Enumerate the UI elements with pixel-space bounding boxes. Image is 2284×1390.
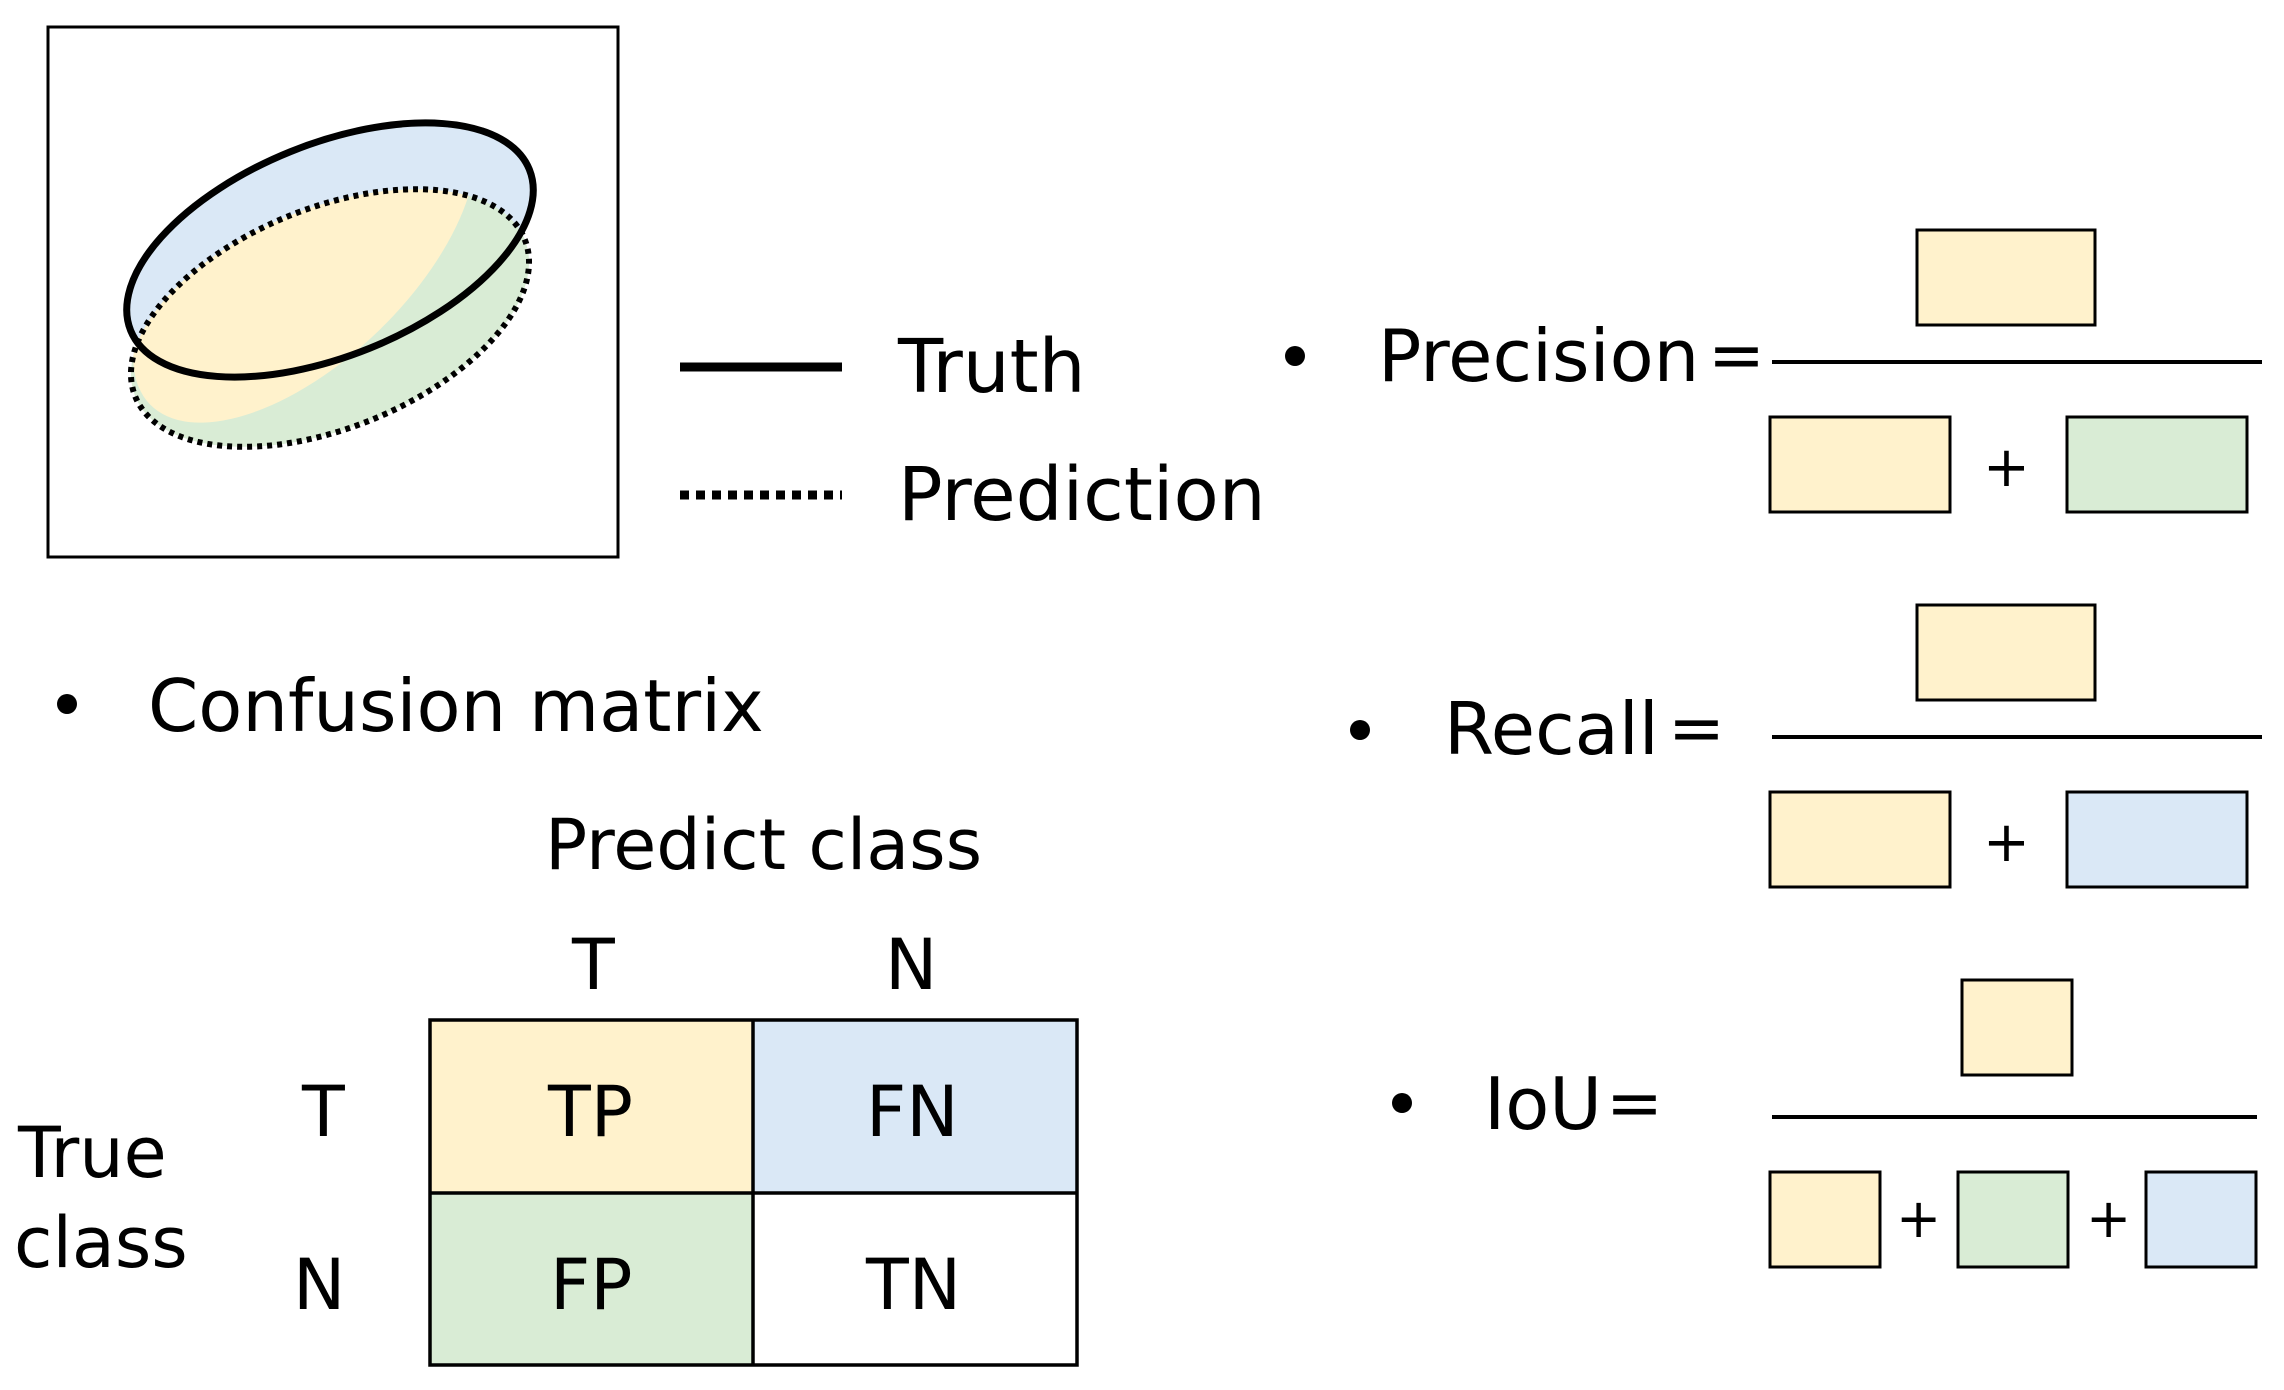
- iou-denominator-fp-box: [1956, 1170, 2070, 1269]
- confusion-bullet: [57, 694, 77, 714]
- row-header-n: N: [293, 1244, 346, 1326]
- iou-bullet: [1392, 1093, 1412, 1113]
- col-header-t: T: [572, 924, 615, 1006]
- truth-outline: [123, 119, 537, 381]
- cell-tp-label: TP: [548, 1071, 633, 1153]
- predict-class-label: Predict class: [545, 804, 983, 886]
- cell-fp-bg: [430, 1193, 753, 1365]
- cell-fn-label: FN: [866, 1071, 959, 1153]
- recall-equals: =: [1668, 689, 1725, 768]
- cell-tp-bg: [430, 1020, 753, 1193]
- recall-plus: +: [1983, 810, 2030, 875]
- precision-denominator-fp-box: [2065, 415, 2249, 514]
- prediction-outline: [127, 186, 533, 450]
- prediction-legend-label: Prediction: [898, 452, 1266, 538]
- iou-label: IoU: [1484, 1062, 1602, 1146]
- precision-bullet: [1285, 346, 1305, 366]
- cell-fp-label: FP: [550, 1244, 633, 1326]
- row-header-t: T: [302, 1071, 345, 1153]
- precision-plus: +: [1983, 435, 2030, 500]
- recall-numerator-tp-box: [1915, 603, 2097, 702]
- true-class-label-line1: True: [18, 1112, 167, 1194]
- truth-legend-label: Truth: [898, 324, 1086, 410]
- recall-denominator-fn-box: [2065, 790, 2249, 889]
- true-class-label-line2: class: [14, 1202, 188, 1284]
- iou-plus-1: +: [1896, 1187, 1942, 1250]
- precision-numerator-tp-box: [1915, 228, 2097, 327]
- precision-label: Precision: [1378, 314, 1700, 398]
- iou-equals: =: [1606, 1064, 1663, 1143]
- iou-plus-2: +: [2086, 1187, 2132, 1250]
- precision-denominator-tp-box: [1768, 415, 1952, 514]
- precision-equals: =: [1708, 316, 1765, 395]
- iou-denominator-fn-box: [2144, 1170, 2258, 1269]
- col-header-n: N: [885, 924, 938, 1006]
- cell-tn-label: TN: [866, 1244, 962, 1326]
- recall-denominator-tp-box: [1768, 790, 1952, 889]
- confusion-heading: Confusion matrix: [148, 664, 764, 748]
- recall-label: Recall: [1444, 687, 1659, 771]
- cell-tn-bg: [753, 1193, 1077, 1365]
- cell-fn-bg: [753, 1020, 1077, 1193]
- recall-bullet: [1350, 720, 1370, 740]
- iou-denominator-tp-box: [1768, 1170, 1882, 1269]
- iou-numerator-tp-box: [1960, 978, 2074, 1077]
